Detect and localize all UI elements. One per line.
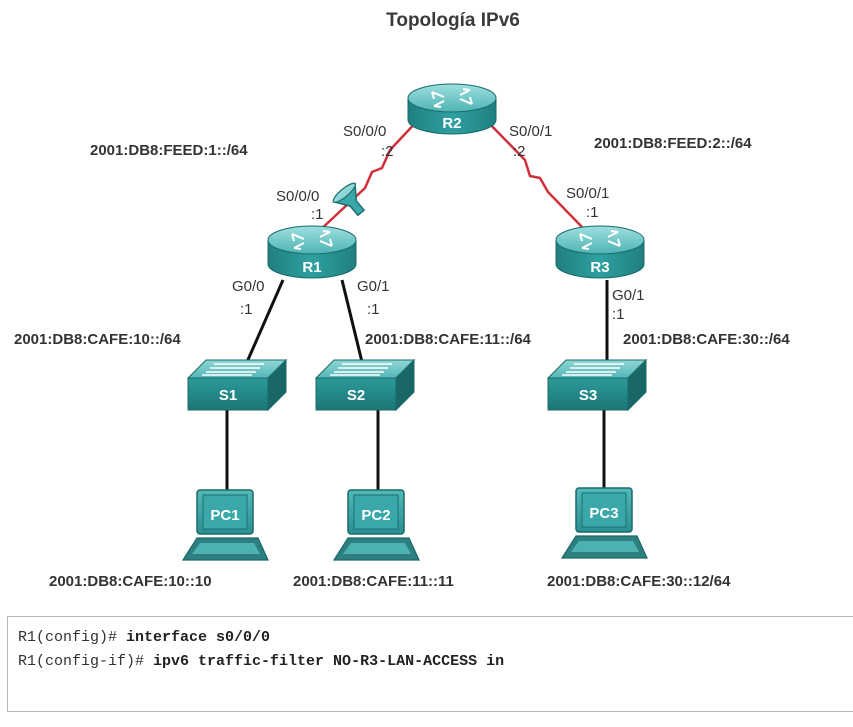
ethernet-link-r1-s2 [340,279,364,363]
network-label-lan-s1: 2001:DB8:CAFE:10::/64 [14,331,181,348]
pc-pc3[interactable]: PC3 [560,487,648,559]
serial-link-r2-r3 [483,117,584,229]
pc-label: PC2 [361,507,390,524]
interface-label-r1-g00: G0/0 [232,278,265,295]
cli-prompt: R1(config-if)# [18,653,154,670]
switch-label: S1 [219,387,237,404]
interface-host-r2-s000: :2 [381,143,394,160]
interface-label-r3-s001: S0/0/1 [566,185,609,202]
cli-output-box: R1(config)# interface s0/0/0 R1(config-i… [7,616,853,712]
cli-command: ipv6 traffic-filter NO-R3-LAN-ACCESS in [153,653,505,670]
router-arrows-icon [431,88,473,108]
switch-arrows-icon [202,363,264,376]
pc-address-pc2: 2001:DB8:CAFE:11::11 [293,573,454,590]
interface-label-r2-s000: S0/0/0 [343,123,386,140]
pc-label: PC1 [210,507,239,524]
switch-label: S3 [579,387,597,404]
interface-host-r1-s000: :1 [311,206,324,223]
pc-address-pc1: 2001:DB8:CAFE:10::10 [49,573,212,590]
diagram-title: Topología IPv6 [386,10,520,31]
interface-host-r3-g01: :1 [612,306,625,323]
router-r3[interactable]: R3 [555,225,645,279]
router-r1[interactable]: R1 [267,225,357,279]
router-label: R3 [590,259,609,276]
pc-label: PC3 [589,505,618,522]
network-label-r2-r3: 2001:DB8:FEED:2::/64 [594,135,752,152]
pc-pc1[interactable]: PC1 [181,489,269,561]
pc-pc2[interactable]: PC2 [332,489,420,561]
router-label: R1 [302,259,321,276]
switch-s3[interactable]: S3 [546,358,648,412]
router-arrows-icon [579,230,621,250]
network-label-lan-s2: 2001:DB8:CAFE:11::/64 [365,331,532,348]
router-arrows-icon [291,230,333,250]
interface-label-r2-s001: S0/0/1 [509,123,552,140]
cli-prompt: R1(config)# [18,629,127,646]
interface-host-r2-s001: :2 [513,143,526,160]
switch-arrows-icon [330,363,392,376]
network-label-lan-s3: 2001:DB8:CAFE:30::/64 [623,331,790,348]
interface-host-r3-s001: :1 [586,204,599,221]
serial-link-r1-r2 [317,117,421,233]
cli-line: R1(config)# interface s0/0/0 [18,626,843,650]
cli-line: R1(config-if)# ipv6 traffic-filter NO-R3… [18,650,843,674]
interface-host-r1-g01: :1 [367,301,380,318]
switch-arrows-icon [562,363,624,376]
network-label-r1-r2: 2001:DB8:FEED:1::/64 [90,142,248,159]
switch-s1[interactable]: S1 [186,358,288,412]
router-r2[interactable]: R2 [407,83,497,135]
router-label: R2 [442,115,461,132]
pc-address-pc3: 2001:DB8:CAFE:30::12/64 [547,573,731,590]
interface-label-r3-g01: G0/1 [612,287,645,304]
switch-s2[interactable]: S2 [314,358,416,412]
switch-label: S2 [347,387,365,404]
interface-host-r1-g00: :1 [240,301,253,318]
interface-label-r1-g01: G0/1 [357,278,390,295]
cli-command: interface s0/0/0 [126,629,271,646]
ethernet-link-r1-s1 [245,279,285,363]
acl-filter-icon [331,182,366,217]
interface-label-r1-s000: S0/0/0 [276,188,319,205]
topology-diagram: Topología IPv6 R2 R1 [14,10,790,590]
